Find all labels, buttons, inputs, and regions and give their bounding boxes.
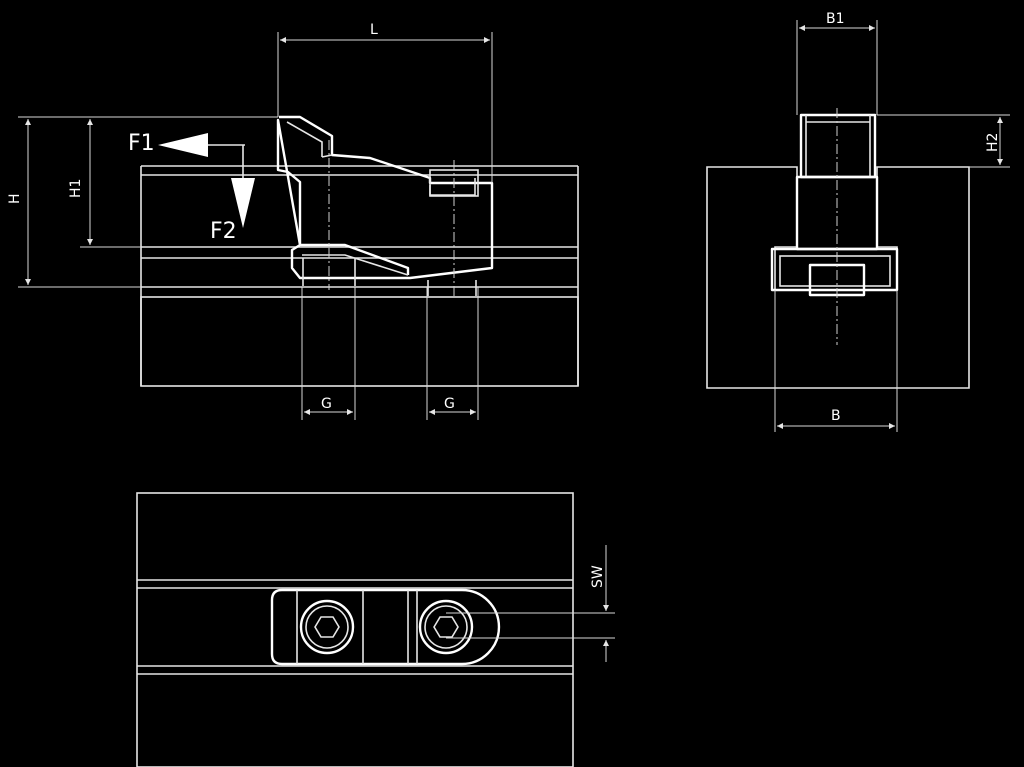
dim-B1-label: B1 [826,11,845,27]
front-view: L H H1 F1 F2 G G [7,22,579,420]
dim-B-label: B [831,408,841,424]
side-view: B1 H2 B [706,11,1010,432]
dim-H1-label: H1 [68,179,84,198]
dim-SW-label: SW [590,565,606,588]
clamp-jaw-outline [276,115,494,280]
force-F2-label: F2 [210,219,237,244]
dim-G-left-label: G [321,396,332,412]
dim-L-label: L [370,22,378,38]
top-view-block [136,492,574,767]
force-F2-arrow [231,178,255,228]
dim-H-label: H [7,193,23,204]
dim-G-right-label: G [444,396,455,412]
top-view: SW [136,492,615,767]
dim-H2-label: H2 [985,133,1001,152]
force-F1-label: F1 [128,131,155,156]
side-block-hatched [706,166,970,389]
force-F1-arrow [158,133,208,157]
front-base-hatched [140,296,579,387]
